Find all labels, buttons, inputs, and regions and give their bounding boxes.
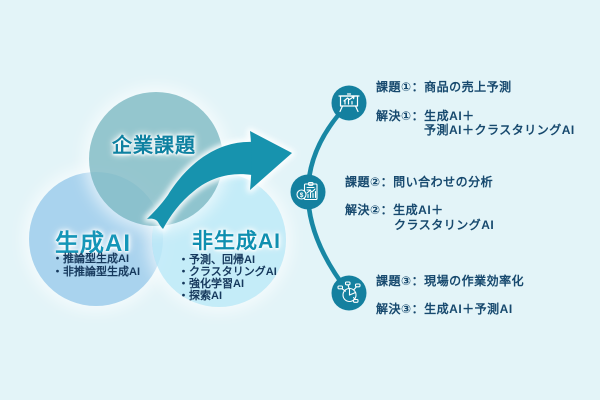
dollar-icon: $ — [300, 192, 304, 199]
list-item: ・探索AI — [178, 290, 222, 302]
non-generative-ai-list: ・予測、回帰AI ・クラスタリングAI ・強化学習AI ・探索AI — [178, 254, 277, 302]
money-report-icon: $ — [290, 174, 326, 210]
presentation-chart-icon — [331, 85, 367, 121]
solution-2-line1: 解決②：生成AI＋ — [345, 203, 444, 217]
list-item: ・予測、回帰AI — [178, 254, 255, 266]
issue-3-text: 課題③：現場の作業効率化 — [376, 274, 525, 288]
swoosh-arrow — [147, 131, 292, 229]
venn-left-label: 生成AI — [55, 230, 131, 257]
issue-1-text: 課題①：商品の売上予測 — [376, 80, 512, 94]
solution-1-line2: 予測AI＋クラスタリングAI — [424, 123, 575, 137]
solution-2-line2: クラスタリングAI — [394, 218, 495, 232]
swoosh-arrow-tail — [147, 141, 254, 229]
swoosh-arrow-head — [250, 131, 292, 190]
list-item: ・非推論型生成AI — [52, 266, 140, 278]
list-item: ・強化学習AI — [178, 278, 244, 290]
generative-ai-list: ・推論型生成AI ・非推論型生成AI — [52, 253, 140, 279]
issue-2-text: 課題②：問い合わせの分析 — [345, 175, 494, 189]
list-item: ・クラスタリングAI — [178, 266, 277, 278]
venn-right-label: 非生成AI — [192, 230, 281, 253]
solution-3-line1: 解決③：生成AI＋予測AI — [376, 302, 513, 316]
solution-1-line1: 解決①：生成AI＋ — [376, 109, 475, 123]
list-item: ・推論型生成AI — [52, 253, 129, 265]
venn-top-label: 企業課題 — [112, 135, 196, 157]
pie-network-icon — [331, 275, 367, 311]
